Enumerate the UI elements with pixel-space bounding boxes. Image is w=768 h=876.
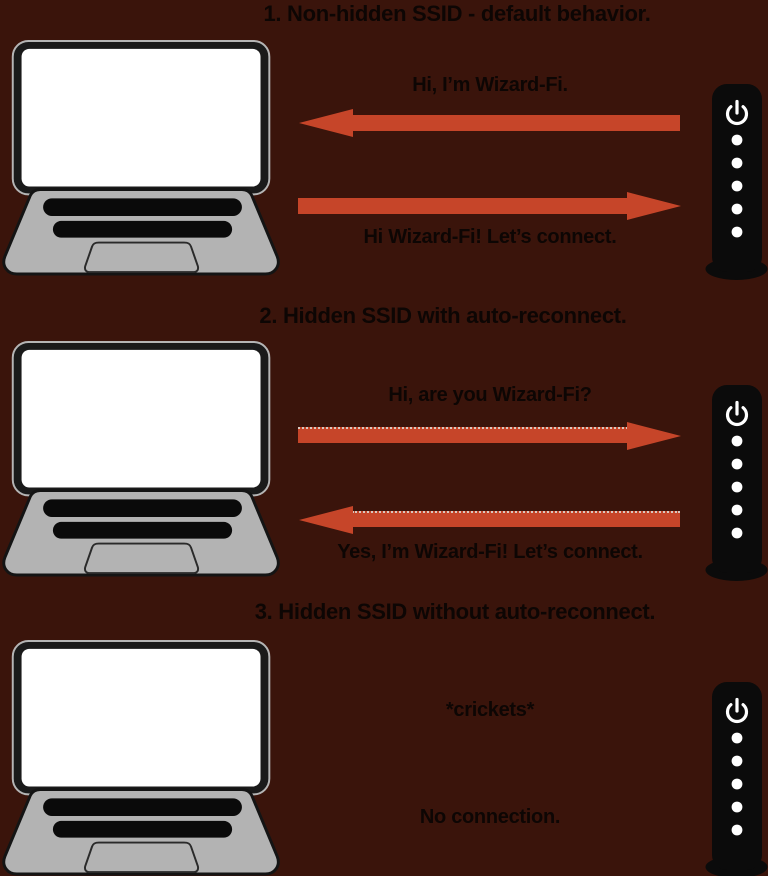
laptop-probe-message: Hi, are you Wizard-Fi? — [388, 384, 592, 406]
no-connection-message: No connection. — [419, 806, 561, 828]
arrow-right-icon — [298, 427, 628, 443]
scenario-2-title: 2. Hidden SSID with auto-reconnect. — [259, 303, 627, 328]
arrow-left-icon — [352, 511, 680, 527]
laptop-icon — [1, 341, 285, 577]
scenario-3-title: 3. Hidden SSID without auto-reconnect. — [254, 599, 656, 624]
laptop-icon — [1, 40, 285, 276]
router-broadcast-message: Hi, I’m Wizard-Fi. — [412, 74, 568, 96]
arrow-right-icon — [298, 198, 628, 214]
router-reply-message: Yes, I’m Wizard-Fi! Let’s connect. — [337, 541, 643, 563]
laptop-reply-message: Hi Wizard-Fi! Let’s connect. — [363, 226, 617, 248]
crickets-message: *crickets* — [445, 699, 535, 721]
router-icon — [705, 385, 768, 581]
router-icon — [705, 682, 768, 876]
arrow-left-icon — [352, 115, 680, 131]
scenario-1-title: 1. Non-hidden SSID - default behavior. — [263, 1, 651, 26]
laptop-icon — [1, 640, 285, 876]
router-icon — [705, 84, 768, 280]
